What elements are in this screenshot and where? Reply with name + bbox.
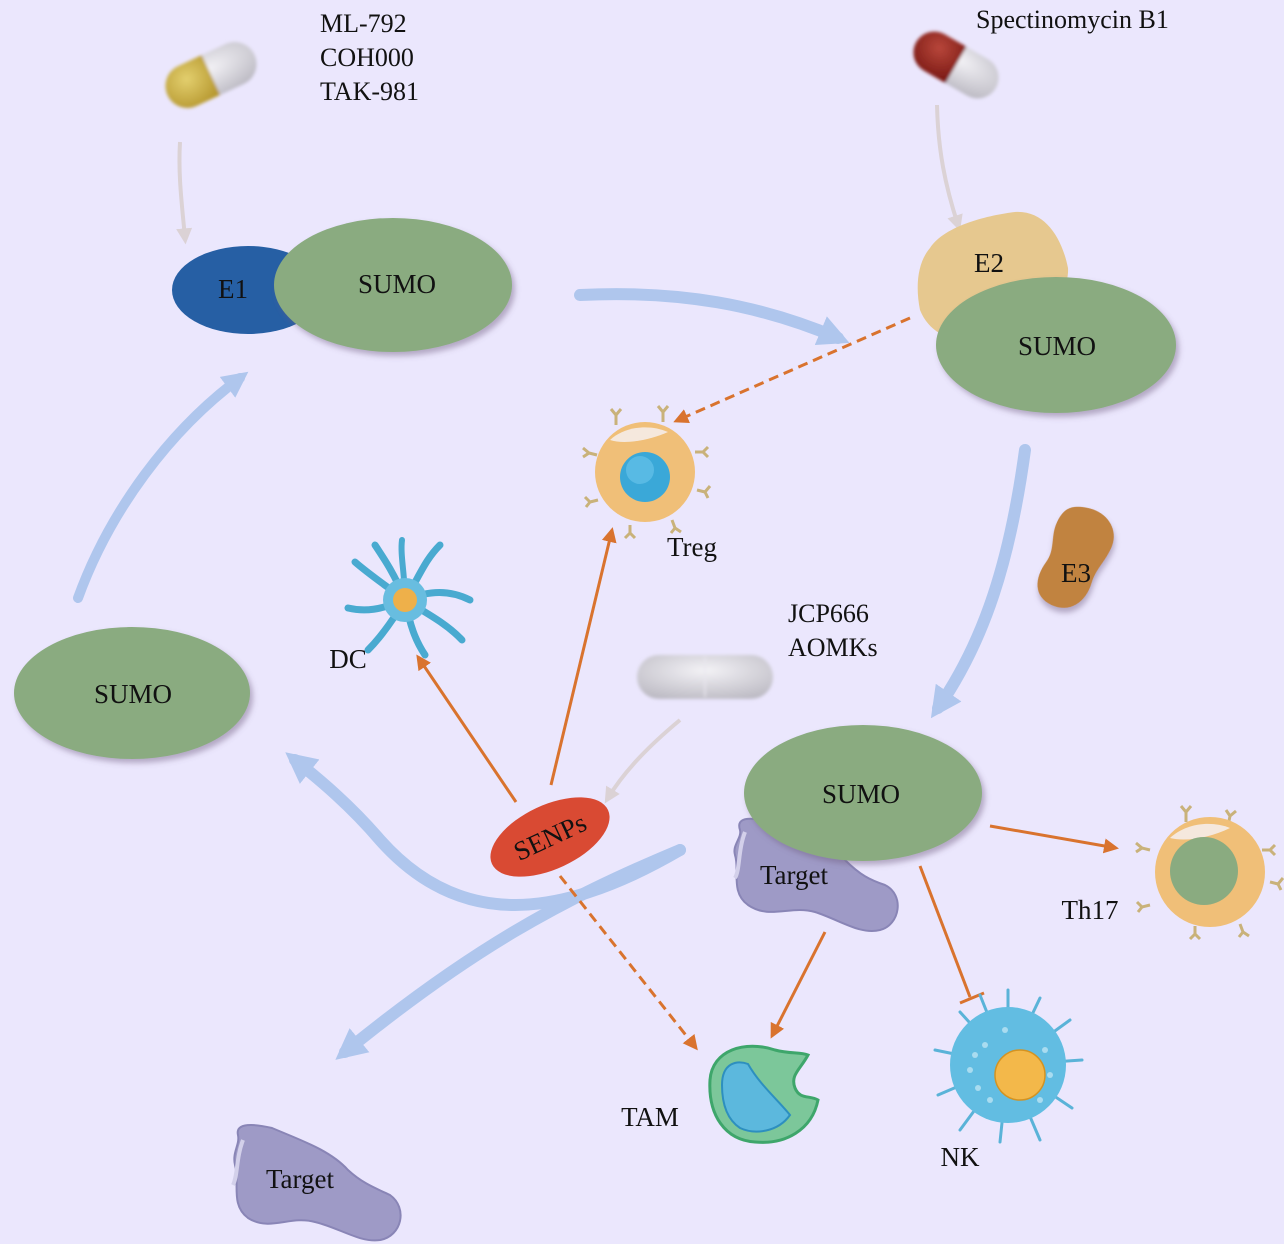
treg-cell-icon: [582, 405, 712, 540]
e2-sumo-complex: E2 SUMO: [917, 211, 1176, 413]
drug-arrow-to-e1: [176, 141, 193, 245]
e3-label: E3: [1061, 558, 1091, 588]
target-free-label: Target: [266, 1164, 335, 1194]
target-free-shape: [231, 1124, 402, 1242]
sumo-e2-label: SUMO: [1018, 331, 1096, 361]
drug-arrow-to-e2: [935, 104, 963, 232]
sumo-target-bound: [744, 725, 982, 861]
senp-inhibitor-label-2: AOMKs: [788, 633, 878, 662]
sumo-target-label: SUMO: [822, 779, 900, 809]
sumo-e1-bound: [274, 218, 512, 352]
e2-inhibitor-label: Spectinomycin B1: [976, 5, 1169, 34]
arrow-target-to-tam: [770, 931, 827, 1039]
target-bound-label: Target: [760, 860, 829, 890]
flow-arrow-e1-to-e2: [574, 288, 850, 346]
capsule-icon-e2-inhibitor: [913, 31, 999, 99]
th17-cell-icon: [1135, 805, 1284, 941]
sumo-free-label: SUMO: [94, 679, 172, 709]
arrow-e2-to-treg: [673, 316, 911, 424]
sumo-free: [14, 627, 250, 759]
capsule-icon-senp-inhibitor: [637, 655, 773, 699]
tam-label: TAM: [621, 1102, 679, 1132]
e3-enzyme: [1037, 506, 1114, 608]
capsule-icon-e1-inhibitor: [165, 42, 257, 108]
senp-inhibitor-label-1: JCP666: [788, 599, 869, 628]
drug-arrow-to-senps: [604, 718, 682, 804]
arrow-senps-to-dc: [416, 654, 518, 803]
dc-cell-icon: [344, 537, 474, 659]
flow-arrow-deconjugation-to-target: [335, 844, 686, 1060]
dc-label: DC: [329, 644, 367, 674]
th17-label: Th17: [1062, 895, 1119, 925]
treg-label: Treg: [667, 532, 717, 562]
sumo-e2-bound: [936, 277, 1176, 413]
e1-sumo-complex: E1 SUMO: [172, 218, 512, 352]
e1-label: E1: [218, 274, 248, 304]
e1-inhibitor-label-1: ML-792: [320, 9, 407, 38]
nk-label: NK: [941, 1142, 980, 1172]
flow-arrows: [73, 288, 1031, 1060]
flow-arrow-deconjugation-to-sumo: [285, 752, 686, 911]
flow-arrow-free-sumo-to-e1: [73, 371, 249, 603]
relation-arrows: [416, 316, 1119, 1051]
arrow-target-to-th17: [989, 824, 1119, 854]
inhibit-target-to-nk: [918, 865, 972, 998]
e1-inhibitor-label-2: COH000: [320, 43, 414, 72]
drug-arrows: [176, 104, 963, 804]
e2-label: E2: [974, 248, 1004, 278]
tam-cell-icon: [708, 1044, 820, 1144]
arrow-senps-to-tam: [558, 875, 698, 1051]
sumo-e1-label: SUMO: [358, 269, 436, 299]
flow-arrow-e2-to-target: [930, 444, 1031, 719]
nk-cell-icon: [933, 988, 1084, 1144]
arrow-senps-to-treg: [549, 527, 617, 786]
senps-enzyme: SENPs: [490, 797, 610, 877]
e1-inhibitor-label-3: TAK-981: [320, 77, 420, 106]
